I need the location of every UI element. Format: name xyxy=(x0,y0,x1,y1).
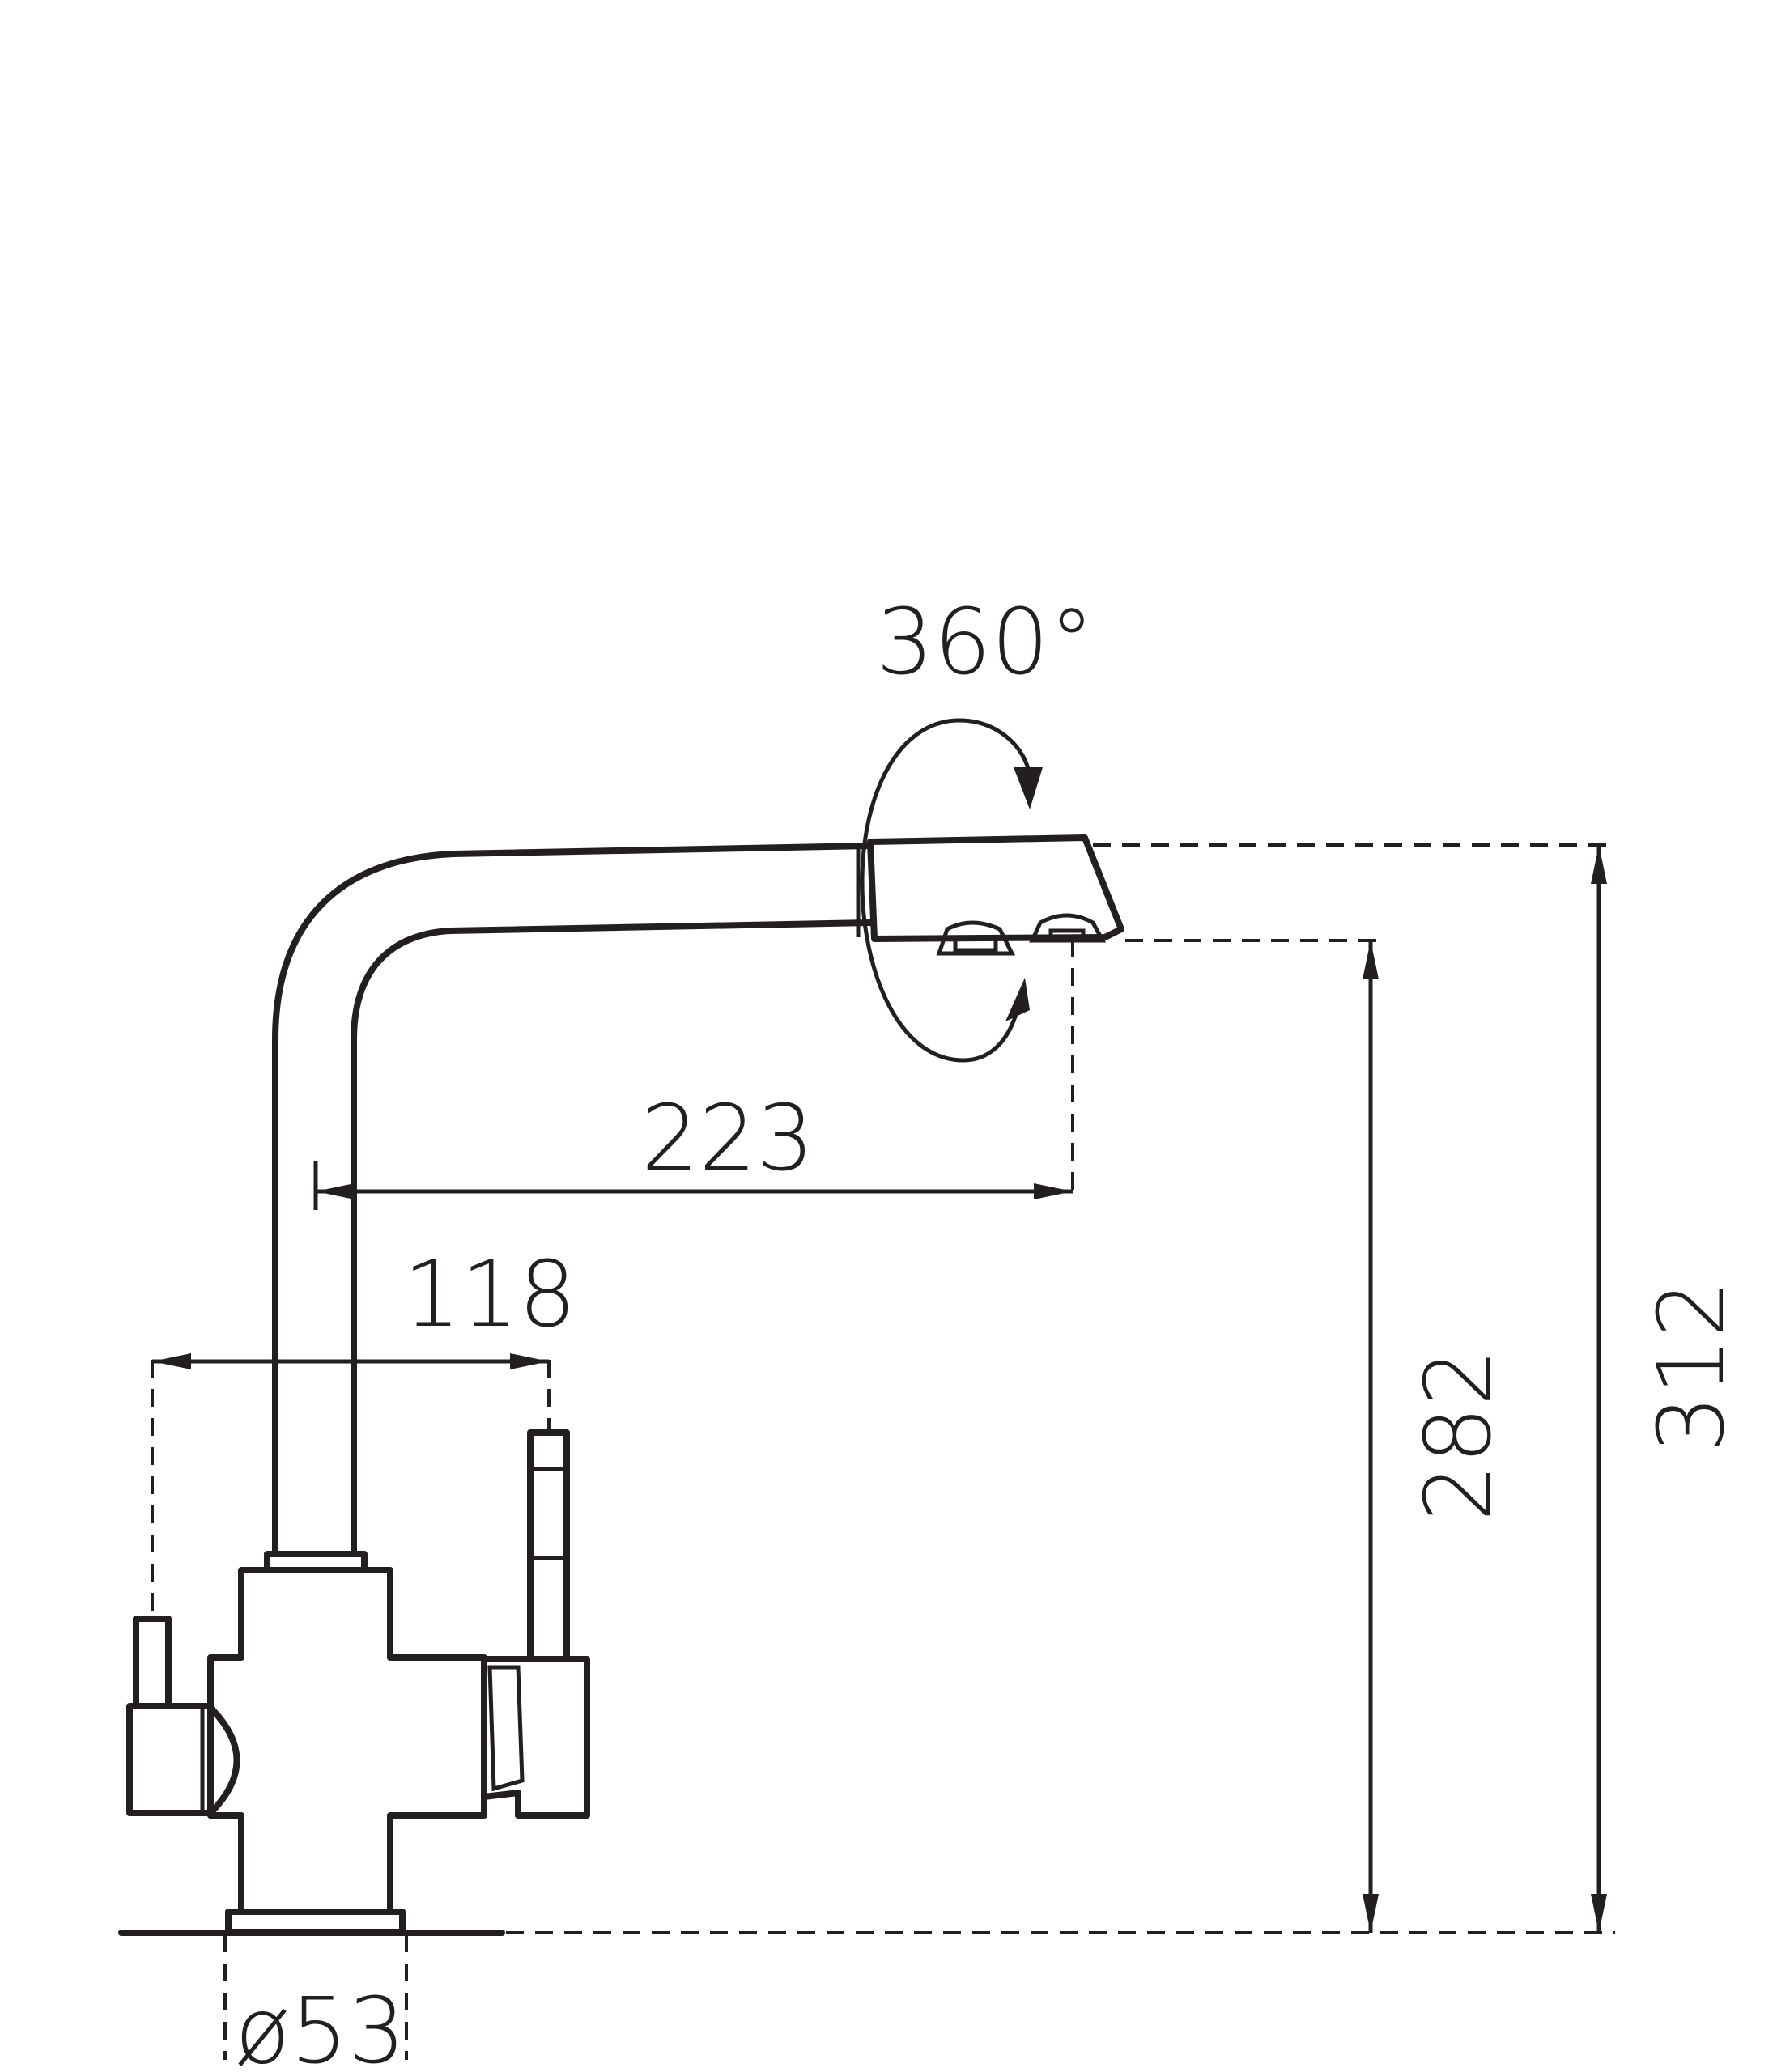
total-height-label: 312 xyxy=(1639,1280,1745,1453)
rotation-indicator: 360° xyxy=(860,590,1095,1063)
reach-label: 223 xyxy=(641,1086,814,1191)
right-handle xyxy=(481,1429,590,1819)
outlet-height-label: 282 xyxy=(1406,1348,1511,1522)
spout-inner-contour xyxy=(351,919,874,1557)
total-height-dimension: 312 xyxy=(1093,843,1745,1933)
rotation-arc-outer xyxy=(860,718,1031,1063)
diameter-dimension: ø53 xyxy=(223,1934,408,2072)
outlet-right xyxy=(1029,913,1107,943)
outlet-left xyxy=(936,920,1016,956)
spout-head xyxy=(867,834,1124,942)
left-handle xyxy=(126,1616,240,1816)
base-plate xyxy=(225,1909,406,1935)
diameter-label: ø53 xyxy=(235,1979,406,2072)
rotation-label: 360° xyxy=(876,590,1095,695)
mixer-body xyxy=(207,1567,487,1915)
spread-dimension: 118 xyxy=(151,1242,576,1615)
rotation-arc-inner xyxy=(963,1011,1019,1063)
spout-outer-contour xyxy=(272,843,874,1557)
spread-label: 118 xyxy=(403,1242,576,1348)
reach-dimension: 223 xyxy=(313,939,1074,1210)
outlet-height-dimension: 282 xyxy=(506,939,1615,1934)
faucet-outline xyxy=(118,834,1124,1936)
